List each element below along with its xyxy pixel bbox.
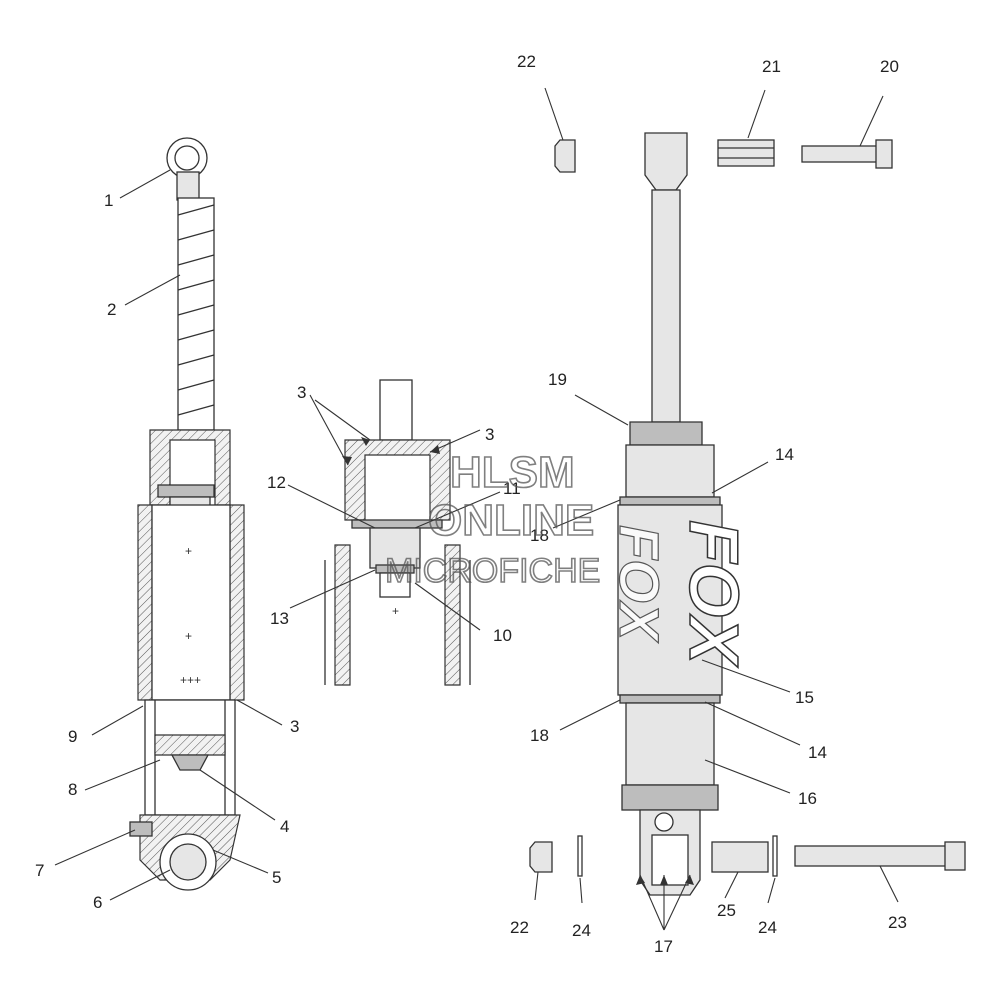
callout-17: 17 — [654, 937, 673, 956]
callout-12: 12 — [267, 473, 286, 492]
arrowheads — [342, 437, 694, 885]
callout-20: 20 — [880, 57, 899, 76]
callout-2: 2 — [107, 300, 116, 319]
callout-13: 13 — [270, 609, 289, 628]
bushing-top-icon — [717, 139, 775, 167]
callout-8: 8 — [68, 780, 77, 799]
watermark-line2: ONLINE — [428, 496, 594, 545]
callout-16: 16 — [798, 789, 817, 808]
callout-14-bottom: 14 — [808, 743, 827, 762]
callout-6: 6 — [93, 893, 102, 912]
callout-18-detail: 18 — [530, 526, 549, 545]
callout-22-top: 22 — [517, 52, 536, 71]
watermark: HLSM ONLINE MICROFICHE — [384, 447, 601, 591]
washer-right-icon — [772, 835, 778, 877]
svg-text:+: + — [392, 604, 399, 618]
external-shock: FOX FOX — [607, 132, 754, 896]
callout-7: 7 — [35, 861, 44, 880]
svg-text:+++: +++ — [180, 673, 201, 687]
bolt-top-icon — [801, 145, 879, 163]
bushing-bottom-icon — [711, 841, 769, 873]
watermark-line3: MICROFICHE — [385, 552, 600, 590]
callout-25: 25 — [717, 901, 736, 920]
callout-15: 15 — [795, 688, 814, 707]
bolt-bottom-icon — [794, 845, 948, 867]
callout-9: 9 — [68, 727, 77, 746]
detail-cutaway: + — [324, 379, 471, 686]
callout-11: 11 — [503, 479, 521, 498]
callout-24-left: 24 — [572, 921, 591, 940]
callout-19: 19 — [548, 370, 567, 389]
callout-labels: 1 2 9 3 8 4 7 5 6 3 3 12 11 18 13 10 22 … — [35, 52, 907, 956]
callout-18-bottom: 18 — [530, 726, 549, 745]
callout-4: 4 — [280, 817, 289, 836]
svg-text:+: + — [185, 629, 192, 643]
callout-3-detail-left: 3 — [297, 383, 306, 402]
watermark-line1: HLSM — [450, 448, 575, 497]
cutaway-shock: + + +++ — [129, 137, 245, 891]
washer-left-icon — [577, 835, 583, 877]
svg-text:+: + — [185, 544, 192, 558]
nut-top-icon — [554, 139, 576, 173]
hardware — [529, 139, 966, 877]
callout-5: 5 — [272, 868, 281, 887]
fox-logo: FOX — [675, 520, 753, 668]
callout-24-right: 24 — [758, 918, 777, 937]
callout-21: 21 — [762, 57, 781, 76]
callout-3-detail-right: 3 — [485, 425, 494, 444]
callout-14-top: 14 — [775, 445, 794, 464]
callout-10: 10 — [493, 626, 512, 645]
callout-23: 23 — [888, 913, 907, 932]
fox-logo-secondary: FOX — [608, 525, 671, 644]
nut-bottom-icon — [529, 841, 553, 873]
callout-22-bottom: 22 — [510, 918, 529, 937]
callout-1: 1 — [104, 191, 113, 210]
callout-3-left: 3 — [290, 717, 299, 736]
